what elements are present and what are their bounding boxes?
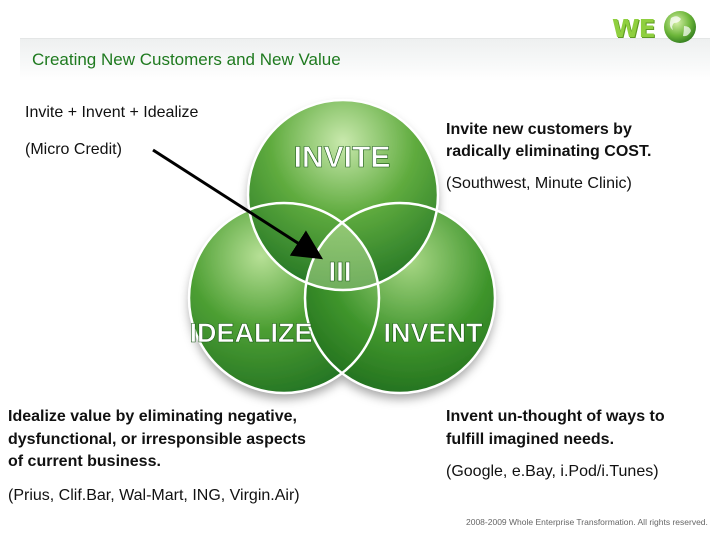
title-bar xyxy=(20,38,710,81)
invite-line-1: Invite new customers by xyxy=(446,121,632,138)
arrow-label: (Micro Credit) xyxy=(25,141,122,158)
idealize-line-2: dysfunctional, or irresponsible aspects xyxy=(8,431,306,448)
micro-credit-arrow xyxy=(152,148,324,260)
logo-text: WE xyxy=(612,14,656,43)
page-title: Creating New Customers and New Value xyxy=(32,50,341,69)
idealize-line-3: of current business. xyxy=(8,453,161,470)
globe-icon xyxy=(664,11,696,43)
invent-line-2: fulfill imagined needs. xyxy=(446,431,615,448)
center-label: III xyxy=(328,256,351,287)
copyright-footer: 2008-2009 Whole Enterprise Transformatio… xyxy=(466,517,708,527)
top-left-label: Invite + Invent + Idealize xyxy=(25,104,199,121)
invent-line-1: Invent un-thought of ways to xyxy=(446,408,665,425)
we-logo: WE xyxy=(612,8,702,46)
idealize-examples: (Prius, Clif.Bar, Wal-Mart, ING, Virgin.… xyxy=(8,487,300,504)
idealize-line-1: Idealize value by eliminating negative, xyxy=(8,408,297,425)
center-overlap xyxy=(305,203,379,290)
invite-label: INVITE xyxy=(294,141,391,174)
idealize-label: IDEALIZE xyxy=(189,318,312,348)
invite-line-2: radically eliminating COST. xyxy=(446,143,652,160)
invite-examples: (Southwest, Minute Clinic) xyxy=(446,175,632,192)
invent-examples: (Google, e.Bay, i.Pod/i.Tunes) xyxy=(446,463,659,480)
invent-label: INVENT xyxy=(383,318,483,348)
